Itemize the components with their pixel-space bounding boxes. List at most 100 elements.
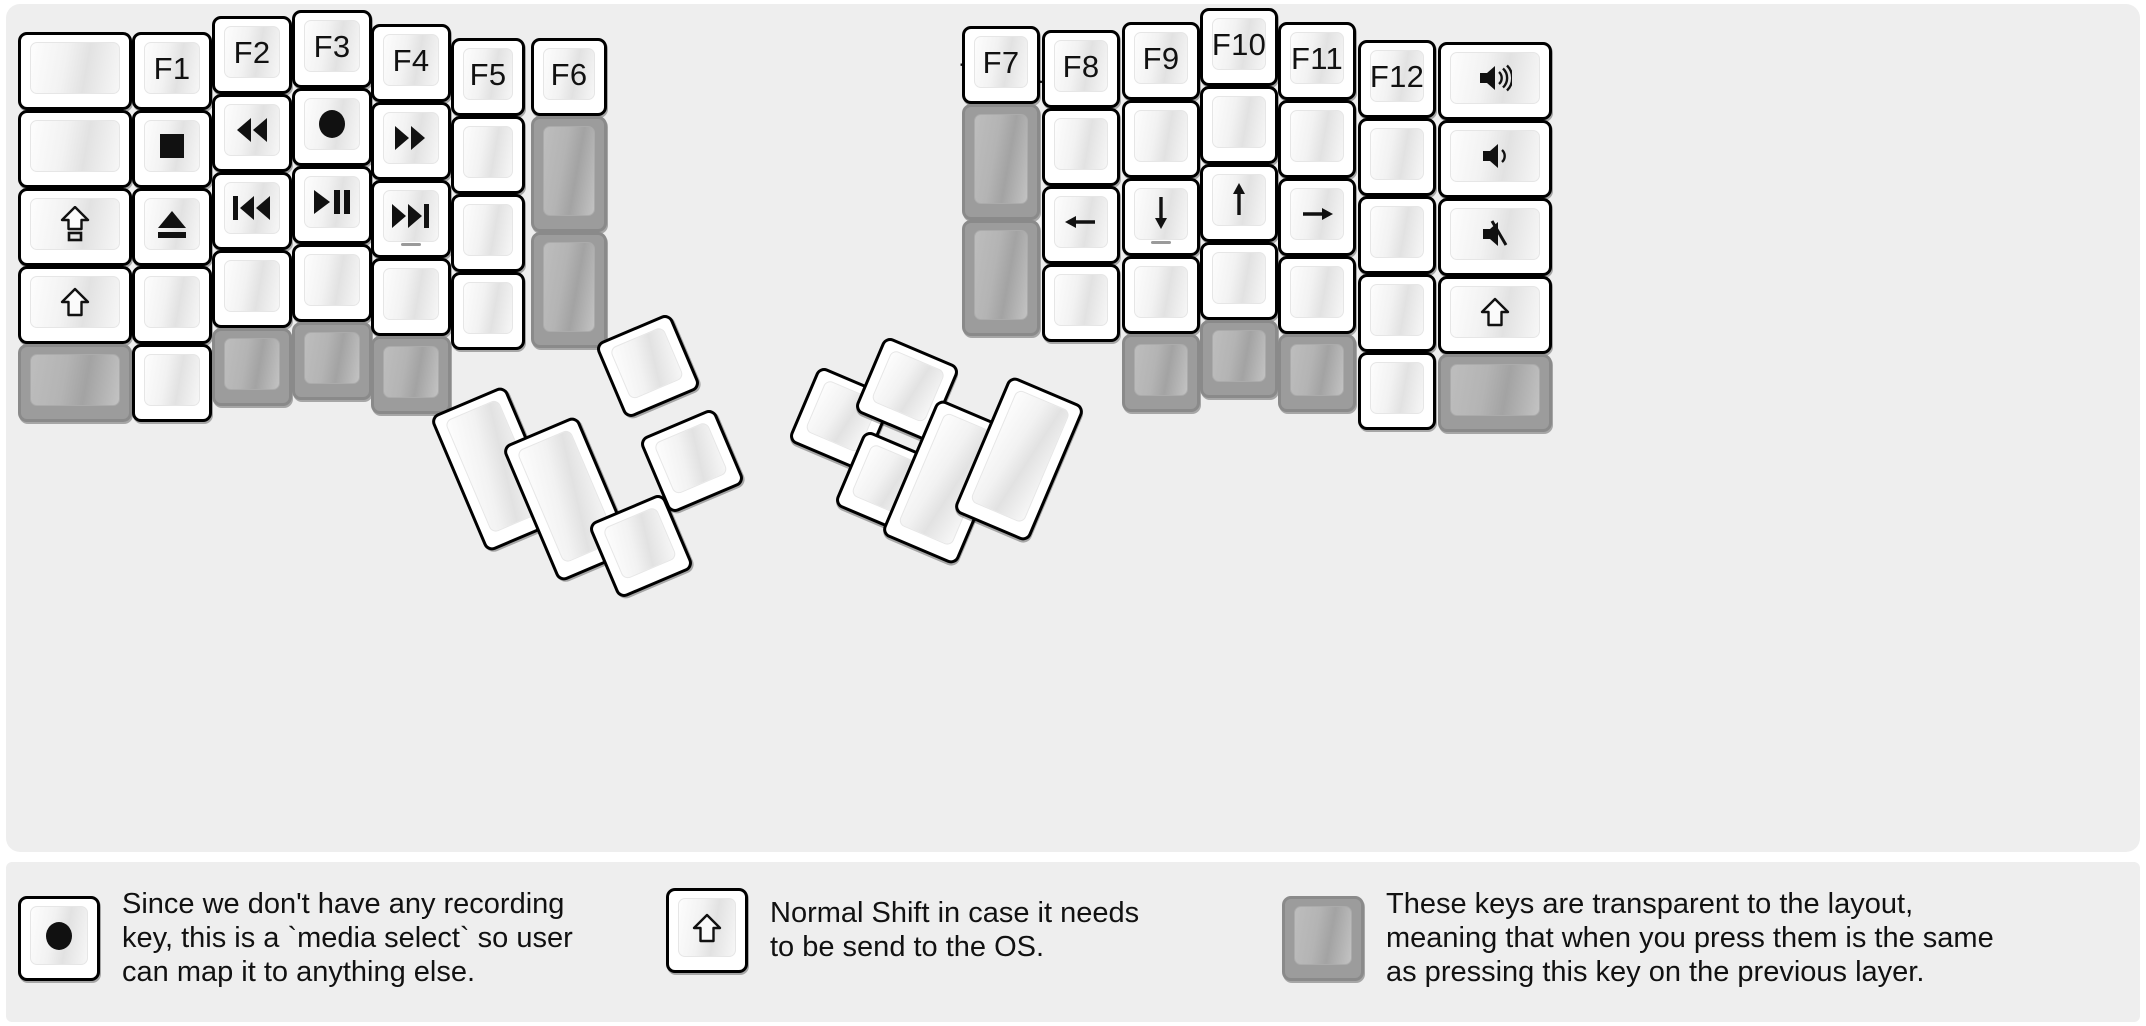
right-col-inner-key-2[interactable] bbox=[962, 104, 1040, 220]
key-cap bbox=[1134, 188, 1188, 240]
key-label: F1 bbox=[153, 50, 191, 86]
key-cap bbox=[383, 190, 439, 242]
key-cap bbox=[1290, 344, 1344, 396]
key-cap bbox=[543, 126, 595, 216]
left-col-index-key-3[interactable] bbox=[371, 180, 451, 258]
right-col-ring-key-5[interactable] bbox=[1278, 334, 1356, 412]
right-col-index-inner-key-2[interactable] bbox=[1042, 108, 1120, 186]
arrow-right-icon bbox=[1300, 200, 1334, 228]
media-eject-icon bbox=[156, 209, 188, 239]
left-col-pinky-key-4[interactable] bbox=[132, 266, 212, 344]
key-cap bbox=[1370, 284, 1424, 336]
right-col-index-key-4[interactable] bbox=[1122, 256, 1200, 334]
left-col-pinky-outer-key-2[interactable] bbox=[18, 110, 132, 188]
left-col-ring-key-5[interactable] bbox=[212, 328, 292, 406]
right-col-pinky-outer-key-4[interactable] bbox=[1438, 276, 1552, 354]
left-col-ring-key-1[interactable]: F2 bbox=[212, 16, 292, 94]
left-col-pinky-outer-key-3[interactable] bbox=[18, 188, 132, 266]
shift-icon bbox=[1480, 297, 1510, 327]
left-col-pinky-key-5[interactable] bbox=[132, 344, 212, 422]
right-col-middle-key-1[interactable]: F10 bbox=[1200, 8, 1278, 86]
left-col-index-key-5[interactable] bbox=[371, 336, 451, 414]
right-col-pinky-key-1[interactable]: F12 bbox=[1358, 40, 1436, 118]
right-col-pinky-outer-key-2[interactable] bbox=[1438, 120, 1552, 198]
left-col-middle-key-2[interactable] bbox=[292, 88, 372, 166]
key-cap bbox=[30, 42, 120, 94]
key-cap bbox=[543, 242, 595, 332]
left-col-index-inner-key-2[interactable] bbox=[451, 116, 525, 194]
key-cap bbox=[609, 326, 685, 401]
left-col-middle-key-1[interactable]: F3 bbox=[292, 10, 372, 88]
right-col-index-inner-key-1[interactable]: F8 bbox=[1042, 30, 1120, 108]
right-col-index-inner-key-3[interactable] bbox=[1042, 186, 1120, 264]
right-col-pinky-key-3[interactable] bbox=[1358, 196, 1436, 274]
right-col-ring-key-3[interactable] bbox=[1278, 178, 1356, 256]
left-col-index-inner-key-1[interactable]: F5 bbox=[451, 38, 525, 116]
right-col-middle-key-3[interactable] bbox=[1200, 164, 1278, 242]
left-col-ring-key-3[interactable] bbox=[212, 172, 292, 250]
right-col-middle-key-5[interactable] bbox=[1200, 320, 1278, 398]
left-col-pinky-key-3[interactable] bbox=[132, 188, 212, 266]
left-col-pinky-outer-key-1[interactable] bbox=[18, 32, 132, 110]
key-cap bbox=[1450, 286, 1540, 338]
right-col-pinky-key-5[interactable] bbox=[1358, 352, 1436, 430]
right-col-index-key-1[interactable]: F9 bbox=[1122, 22, 1200, 100]
right-col-inner-key-1[interactable]: F7 bbox=[962, 26, 1040, 104]
media-record-icon bbox=[44, 921, 74, 951]
right-col-pinky-outer-key-5[interactable] bbox=[1438, 354, 1552, 432]
key-cap bbox=[1054, 118, 1108, 170]
left-col-index-inner-key-4[interactable] bbox=[451, 272, 525, 350]
legend-key-2[interactable] bbox=[666, 888, 748, 973]
left-col-index-key-2[interactable] bbox=[371, 102, 451, 180]
key-cap bbox=[1212, 252, 1266, 304]
right-col-index-key-3[interactable] bbox=[1122, 178, 1200, 256]
right-col-middle-key-2[interactable] bbox=[1200, 86, 1278, 164]
legend-item-1: Since we don't have any recording key, t… bbox=[18, 888, 573, 990]
left-col-middle-key-3[interactable] bbox=[292, 166, 372, 244]
media-previous-icon bbox=[232, 194, 272, 222]
legend-key-1[interactable] bbox=[18, 896, 100, 982]
right-col-index-key-2[interactable] bbox=[1122, 100, 1200, 178]
key-cap bbox=[383, 268, 439, 320]
right-col-ring-key-2[interactable] bbox=[1278, 100, 1356, 178]
key-cap bbox=[30, 198, 120, 250]
right-col-ring-key-1[interactable]: F11 bbox=[1278, 22, 1356, 100]
key-cap bbox=[1370, 362, 1424, 414]
left-col-index-key-4[interactable] bbox=[371, 258, 451, 336]
left-col-ring-key-2[interactable] bbox=[212, 94, 292, 172]
right-col-index-inner-key-4[interactable] bbox=[1042, 264, 1120, 342]
right-col-pinky-outer-key-3[interactable] bbox=[1438, 198, 1552, 276]
homing-bar bbox=[1151, 241, 1171, 244]
key-label: F3 bbox=[313, 28, 351, 64]
left-col-pinky-outer-key-5[interactable] bbox=[18, 344, 132, 422]
key-cap bbox=[224, 182, 280, 234]
arrow-left-icon bbox=[1064, 208, 1098, 236]
right-col-pinky-key-4[interactable] bbox=[1358, 274, 1436, 352]
key-cap bbox=[463, 282, 513, 334]
key-cap bbox=[1290, 188, 1344, 240]
right-col-index-key-5[interactable] bbox=[1122, 334, 1200, 412]
right-col-middle-key-4[interactable] bbox=[1200, 242, 1278, 320]
right-col-pinky-outer-key-1[interactable] bbox=[1438, 42, 1552, 120]
volume-down-icon bbox=[1481, 141, 1509, 171]
left-col-index-inner-key-3[interactable] bbox=[451, 194, 525, 272]
left-col-inner-key-2[interactable] bbox=[531, 116, 607, 232]
arrow-down-icon bbox=[1147, 196, 1175, 232]
left-col-inner-key-3[interactable] bbox=[531, 232, 607, 348]
left-col-middle-key-4[interactable] bbox=[292, 244, 372, 322]
legend-item-3: These keys are transparent to the layout… bbox=[1282, 888, 1994, 990]
left-col-inner-key-1[interactable]: F6 bbox=[531, 38, 607, 116]
right-col-inner-key-3[interactable] bbox=[962, 220, 1040, 336]
left-col-pinky-key-2[interactable] bbox=[132, 110, 212, 188]
left-col-pinky-key-1[interactable]: F1 bbox=[132, 32, 212, 110]
right-col-ring-key-4[interactable] bbox=[1278, 256, 1356, 334]
key-cap: F6 bbox=[543, 48, 595, 100]
left-col-ring-key-4[interactable] bbox=[212, 250, 292, 328]
key-cap bbox=[383, 112, 439, 164]
legend-key-3[interactable] bbox=[1282, 896, 1364, 982]
left-col-pinky-outer-key-4[interactable] bbox=[18, 266, 132, 344]
left-col-middle-key-5[interactable] bbox=[292, 322, 372, 400]
left-col-index-key-1[interactable]: F4 bbox=[371, 24, 451, 102]
right-col-pinky-key-2[interactable] bbox=[1358, 118, 1436, 196]
key-cap: F5 bbox=[463, 48, 513, 100]
